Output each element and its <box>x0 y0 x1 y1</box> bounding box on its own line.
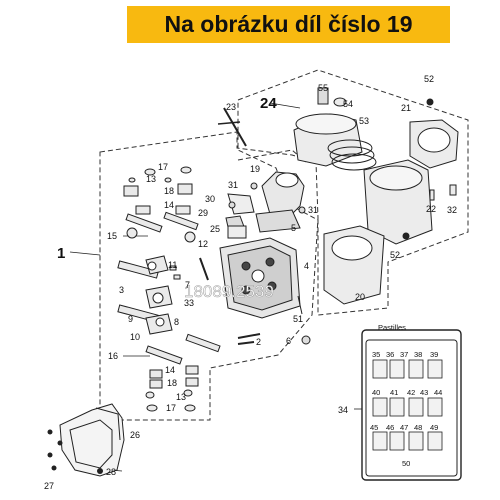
label-28: 28 <box>106 467 116 477</box>
pastille-37: 37 <box>400 350 408 359</box>
label-33: 33 <box>184 298 194 308</box>
label-53: 53 <box>359 116 369 126</box>
label-7: 7 <box>185 280 190 290</box>
label-18a: 18 <box>164 186 174 196</box>
cover-bolts <box>47 429 103 474</box>
label-12: 12 <box>198 239 208 249</box>
label-30: 30 <box>205 194 215 204</box>
label-27: 27 <box>44 481 54 491</box>
cylinder-head <box>219 237 301 319</box>
label-9: 9 <box>128 314 133 324</box>
label-20: 20 <box>355 292 365 302</box>
label-17b: 17 <box>166 403 176 413</box>
label-32: 32 <box>447 205 457 215</box>
label-52a: 52 <box>424 74 434 84</box>
label-16: 16 <box>108 351 118 361</box>
carb-group <box>237 149 307 163</box>
label-3: 3 <box>119 285 124 295</box>
pastille-49: 49 <box>430 423 438 432</box>
pastille-45: 45 <box>370 423 378 432</box>
intake-manifold <box>227 171 305 233</box>
part-labels: 1 2 3 4 5 6 7 8 9 10 11 12 13 13 14 14 1… <box>44 74 457 491</box>
label-25: 25 <box>210 224 220 234</box>
small-parts <box>217 107 311 345</box>
valve-train-left <box>117 166 221 412</box>
pastilles-title: Pastilles <box>378 323 406 332</box>
label-2: 2 <box>256 337 261 347</box>
label-23: 23 <box>226 102 236 112</box>
label-54: 54 <box>343 99 353 109</box>
pastilles-panel <box>361 329 462 481</box>
title-banner: Na obrázku díl číslo 19 <box>127 6 450 43</box>
pastille-40: 40 <box>372 388 380 397</box>
watermark-text: 18089.2539 <box>184 282 274 301</box>
pastille-labels: Pastilles 35 36 37 38 39 40 41 42 43 44 … <box>370 323 442 468</box>
pastille-46: 46 <box>386 423 394 432</box>
pastille-39: 39 <box>430 350 438 359</box>
label-4: 4 <box>304 261 309 271</box>
label-51: 51 <box>293 314 303 324</box>
pastille-42: 42 <box>407 388 415 397</box>
label-31a: 31 <box>228 180 238 190</box>
label-18b: 18 <box>167 378 177 388</box>
cylinder-head-group <box>99 131 319 421</box>
pastille-47: 47 <box>400 423 408 432</box>
label-5: 5 <box>291 223 296 233</box>
label-13a: 13 <box>146 174 156 184</box>
pastille-35: 35 <box>372 350 380 359</box>
label-22: 22 <box>426 204 436 214</box>
pastille-44: 44 <box>434 388 442 397</box>
label-24: 24 <box>260 95 277 112</box>
label-31b: 31 <box>308 205 318 215</box>
label-34: 34 <box>338 405 348 415</box>
label-14a: 14 <box>164 200 174 210</box>
pastille-43: 43 <box>420 388 428 397</box>
valve-cover <box>59 403 125 477</box>
pastille-grid <box>372 359 443 451</box>
pastille-41: 41 <box>390 388 398 397</box>
label-55: 55 <box>318 83 328 93</box>
label-29: 29 <box>198 208 208 218</box>
label-17a: 17 <box>158 162 168 172</box>
pastille-48: 48 <box>414 423 422 432</box>
cylinder-parts <box>293 87 459 305</box>
label-11: 11 <box>168 260 177 270</box>
title-text: Na obrázku díl číslo 19 <box>164 11 413 37</box>
label-14b: 14 <box>165 365 175 375</box>
pastille-36: 36 <box>386 350 394 359</box>
label-19: 19 <box>250 164 260 174</box>
label-13b: 13 <box>176 392 186 402</box>
label-1: 1 <box>57 245 65 262</box>
label-10: 10 <box>130 332 140 342</box>
label-52b: 52 <box>390 250 400 260</box>
label-26: 26 <box>130 430 140 440</box>
pastille-50: 50 <box>402 459 410 468</box>
pastille-38: 38 <box>414 350 422 359</box>
label-6: 6 <box>286 336 291 346</box>
cylinder-group <box>237 69 469 316</box>
label-21: 21 <box>401 103 411 113</box>
label-15: 15 <box>107 231 117 241</box>
label-8: 8 <box>174 317 179 327</box>
